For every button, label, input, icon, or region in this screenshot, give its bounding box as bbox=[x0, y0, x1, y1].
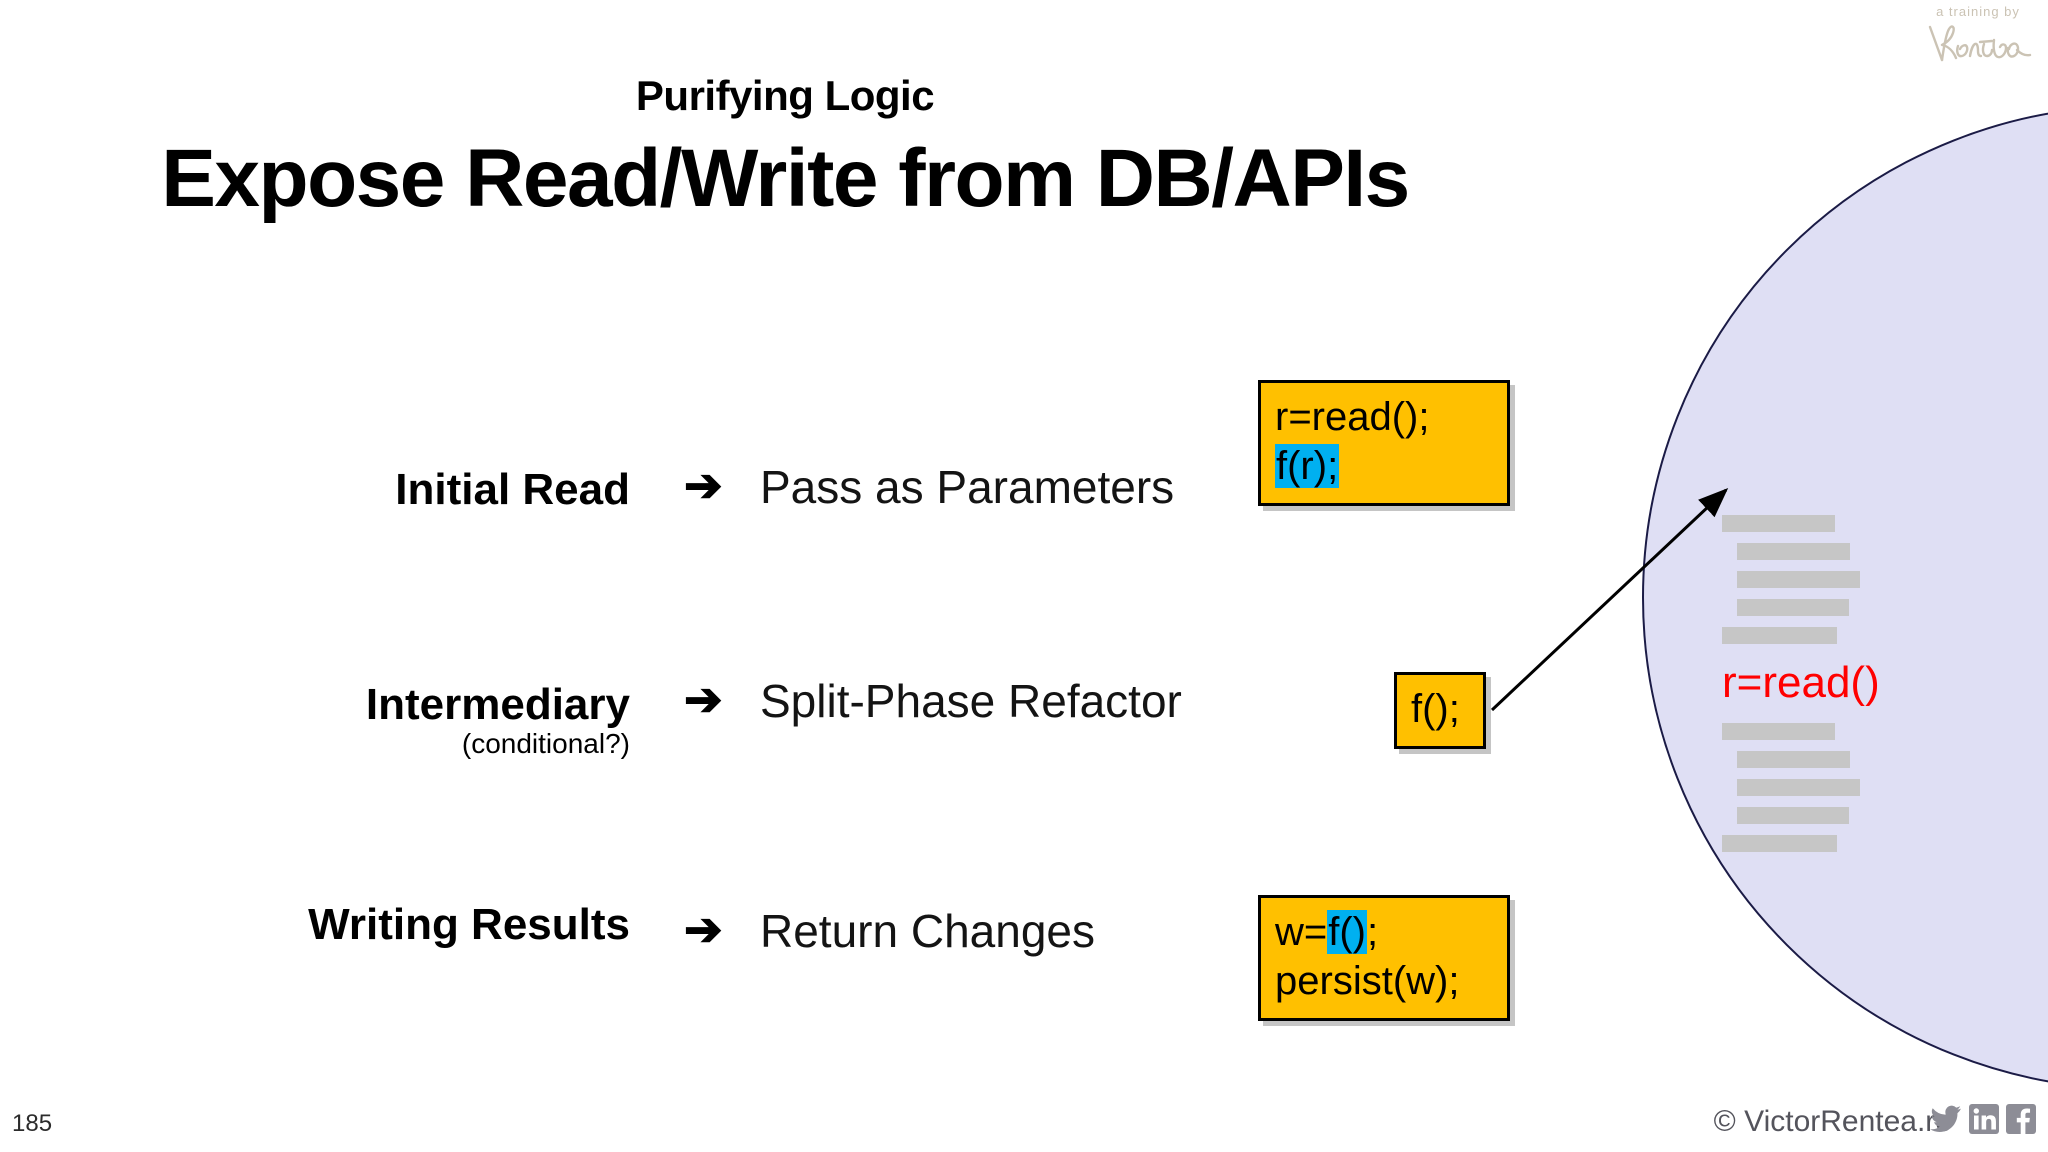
code-highlight: f(r); bbox=[1275, 443, 1340, 488]
row-term: Intermediary bbox=[365, 680, 630, 729]
rentea-signature-icon bbox=[1928, 25, 2032, 62]
copyright-credit: © VictorRentea.ro bbox=[1713, 1105, 1952, 1138]
twitter-icon[interactable] bbox=[1930, 1105, 1962, 1138]
row-action: Return Changes bbox=[760, 905, 1095, 957]
code-line: r=read(); bbox=[1275, 395, 1430, 439]
code-highlight: f() bbox=[1327, 910, 1368, 954]
brand-logo: a training by bbox=[1922, 4, 2034, 71]
code-box: f(); bbox=[1394, 672, 1486, 749]
slide-kicker: Purifying Logic bbox=[635, 72, 935, 119]
code-line: persist(w); bbox=[1275, 958, 1460, 1003]
code-line: w=f(); bbox=[1275, 910, 1379, 954]
placeholder-bar bbox=[1737, 779, 1860, 796]
row-subtitle: (conditional?) bbox=[461, 728, 630, 759]
code-line: f(r); bbox=[1275, 442, 1493, 491]
row-action: Split-Phase Refactor bbox=[760, 675, 1182, 727]
arrow-right-icon: ➔ bbox=[684, 673, 723, 725]
row-term: Writing Results bbox=[308, 900, 630, 949]
arrow-right-icon: ➔ bbox=[684, 903, 723, 955]
brand-kicker: a training by bbox=[1936, 4, 2020, 19]
placeholder-bar bbox=[1737, 599, 1849, 616]
circle-code-listing: r=read() bbox=[1722, 515, 1952, 863]
social-links bbox=[1930, 1104, 2036, 1139]
placeholder-bar bbox=[1722, 723, 1835, 740]
placeholder-bar bbox=[1737, 807, 1849, 824]
placeholder-bar bbox=[1722, 627, 1837, 644]
code-box: w=f(); persist(w); bbox=[1258, 895, 1510, 1021]
slide-title: Expose Read/Write from DB/APIs bbox=[161, 133, 1410, 224]
row-action: Pass as Parameters bbox=[760, 461, 1175, 513]
linkedin-icon[interactable] bbox=[1969, 1104, 1999, 1139]
code-line: f(); bbox=[1411, 687, 1460, 731]
placeholder-bar bbox=[1737, 751, 1850, 768]
placeholder-bar bbox=[1737, 543, 1850, 560]
page-number: 185 bbox=[12, 1110, 53, 1137]
placeholder-bar bbox=[1722, 835, 1837, 852]
arrow-right-icon: ➔ bbox=[684, 459, 723, 511]
code-box: r=read(); f(r); bbox=[1258, 380, 1510, 506]
placeholder-bar bbox=[1722, 515, 1835, 532]
facebook-icon[interactable] bbox=[2006, 1104, 2036, 1139]
circle-read-call: r=read() bbox=[1722, 658, 1880, 707]
row-term: Initial Read bbox=[395, 465, 630, 514]
placeholder-bar bbox=[1737, 571, 1860, 588]
